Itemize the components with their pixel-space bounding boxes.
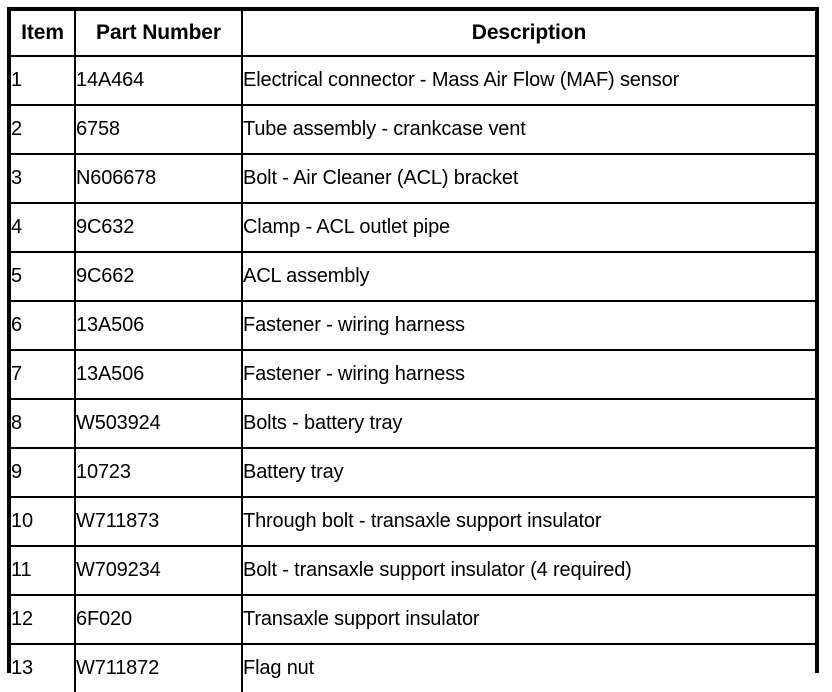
- cell-part-number: W711872: [74, 643, 243, 692]
- cell-item: 6: [11, 300, 76, 351]
- column-header-item: Item: [11, 11, 76, 57]
- cell-part-number: 9C662: [74, 251, 243, 302]
- cell-description: Transaxle support insulator: [241, 594, 815, 645]
- cell-part-number: W503924: [74, 398, 243, 449]
- cell-part-number: W709234: [74, 545, 243, 596]
- cell-item: 11: [11, 545, 76, 596]
- cell-item: 13: [11, 643, 76, 692]
- cell-description: Battery tray: [241, 447, 815, 498]
- cell-description: ACL assembly: [241, 251, 815, 302]
- cell-part-number: 13A506: [74, 349, 243, 400]
- cell-part-number: 10723: [74, 447, 243, 498]
- cell-description: Bolts - battery tray: [241, 398, 815, 449]
- cell-item: 2: [11, 104, 76, 155]
- column-header-description: Description: [241, 11, 815, 57]
- cell-item: 7: [11, 349, 76, 400]
- cell-part-number: 9C632: [74, 202, 243, 253]
- column-header-part-number: Part Number: [74, 11, 243, 57]
- cell-item: 3: [11, 153, 76, 204]
- cell-description: Tube assembly - crankcase vent: [241, 104, 815, 155]
- cell-description: Flag nut: [241, 643, 815, 692]
- cell-part-number: 6758: [74, 104, 243, 155]
- cell-description: Fastener - wiring harness: [241, 349, 815, 400]
- cell-part-number: N606678: [74, 153, 243, 204]
- cell-description: Bolt - transaxle support insulator (4 re…: [241, 545, 815, 596]
- cell-description: Bolt - Air Cleaner (ACL) bracket: [241, 153, 815, 204]
- cell-description: Clamp - ACL outlet pipe: [241, 202, 815, 253]
- cell-description: Fastener - wiring harness: [241, 300, 815, 351]
- cell-item: 4: [11, 202, 76, 253]
- cell-part-number: 6F020: [74, 594, 243, 645]
- cell-item: 9: [11, 447, 76, 498]
- cell-part-number: 13A506: [74, 300, 243, 351]
- cell-item: 5: [11, 251, 76, 302]
- cell-description: Electrical connector - Mass Air Flow (MA…: [241, 55, 815, 106]
- cell-part-number: 14A464: [74, 55, 243, 106]
- cell-item: 12: [11, 594, 76, 645]
- cell-description: Through bolt - transaxle support insulat…: [241, 496, 815, 547]
- cell-item: 10: [11, 496, 76, 547]
- cell-part-number: W711873: [74, 496, 243, 547]
- table-header-row: Item Part Number Description: [11, 11, 815, 57]
- cell-item: 1: [11, 55, 76, 106]
- table-header: Item Part Number Description: [11, 11, 815, 57]
- cell-item: 8: [11, 398, 76, 449]
